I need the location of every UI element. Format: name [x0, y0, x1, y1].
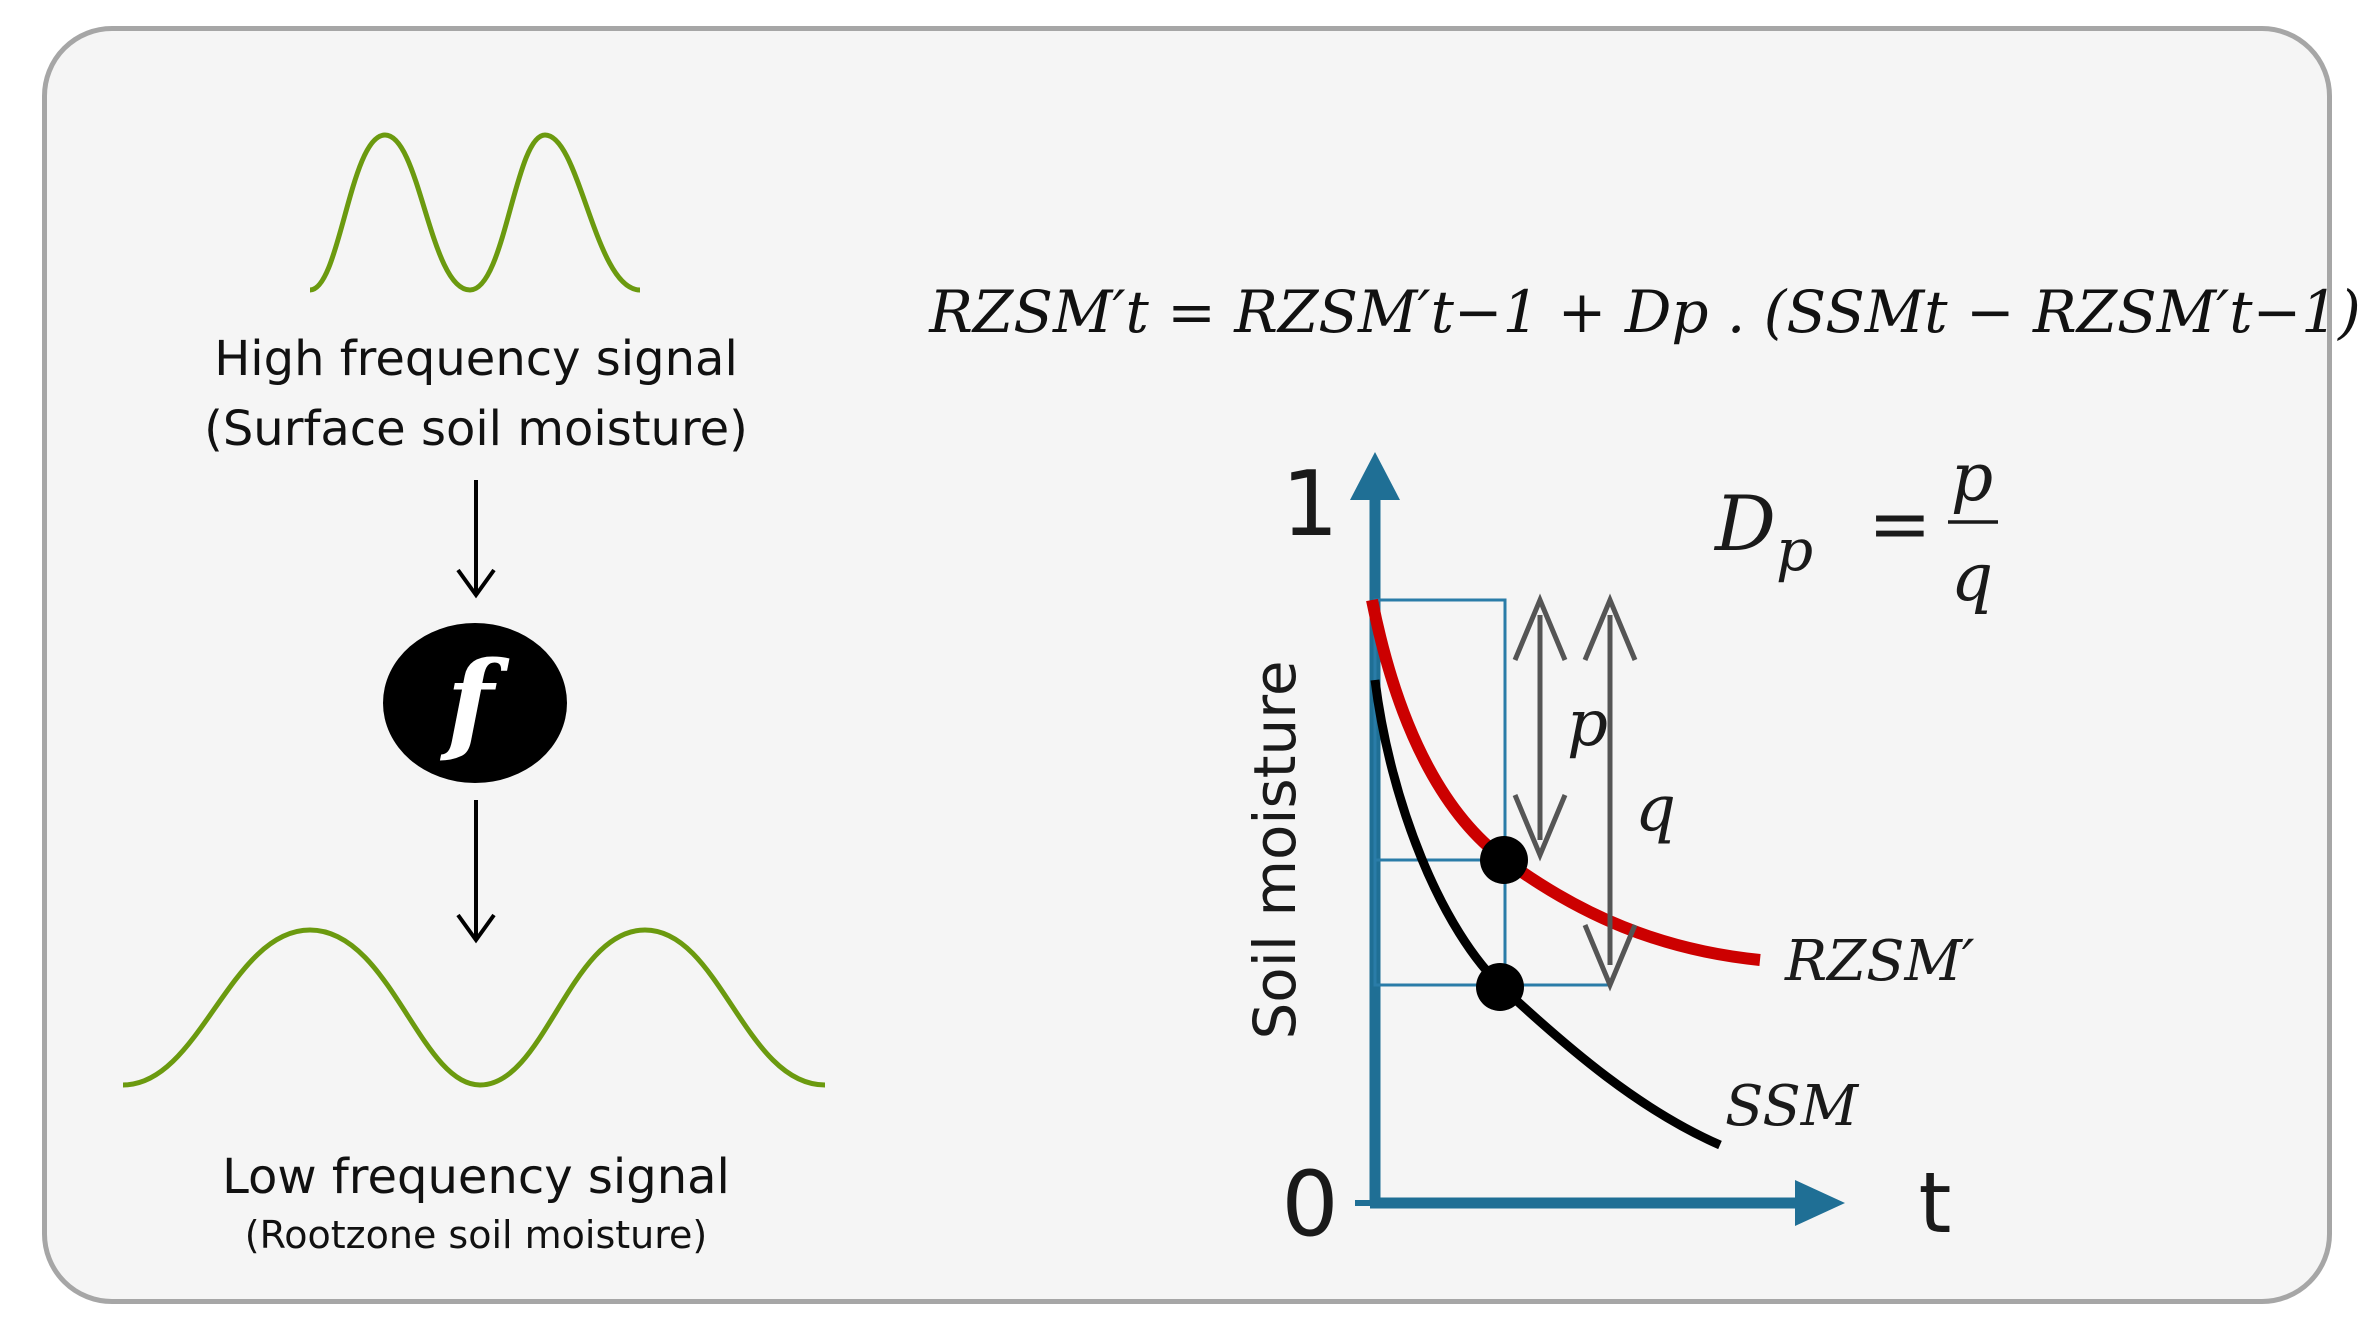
y-axis-label: Soil moisture: [1241, 660, 1309, 1039]
y-axis-arrowhead: [1350, 452, 1400, 500]
high-frequency-wave: [309, 132, 641, 293]
y-tick-bottom-label: 0: [1281, 1152, 1338, 1257]
low-signal-label: Low frequency signal: [222, 1149, 730, 1205]
rzsm-curve: [1366, 598, 1761, 966]
x-axis-arrowhead: [1795, 1180, 1845, 1226]
y-tick-top-label: 1: [1281, 452, 1338, 557]
x-axis-label: t: [1919, 1154, 1952, 1252]
ratio-denominator: q: [1951, 539, 1993, 616]
q-arrow-top-head: [1582, 593, 1638, 661]
p-arrow-bottom-head: [1512, 794, 1568, 862]
q-label: q: [1635, 772, 1676, 846]
update-equation: RZSM′t = RZSM′t−1 + Dp . (SSMt − RZSM′t−…: [928, 278, 2360, 346]
p-arrow-top-head: [1512, 593, 1568, 661]
p-label: p: [1567, 687, 1608, 761]
down-arrow-top-head: [456, 568, 496, 599]
high-signal-subtitle: (Surface soil moisture): [204, 401, 748, 457]
equation-text: RZSM′t = RZSM′t−1 + Dp . (SSMt − RZSM′t−…: [928, 278, 2360, 346]
ratio-equals: =: [1868, 479, 1932, 568]
rzsm-point: [1480, 836, 1528, 884]
function-node: [383, 623, 567, 783]
q-arrow-bottom-head: [1582, 924, 1638, 992]
ratio-lhs-sub: p: [1776, 516, 1813, 584]
high-signal-label: High frequency signal: [214, 331, 738, 387]
ssm-point: [1476, 963, 1524, 1011]
guide-box: [1373, 598, 1507, 987]
ratio-lhs: Dp: [1713, 479, 1813, 584]
rzsm-curve-label: RZSM′: [1784, 929, 1975, 994]
low-signal-subtitle: (Rootzone soil moisture): [245, 1213, 708, 1257]
ssm-curve-label: SSM: [1725, 1074, 1860, 1139]
down-arrow-bottom-head: [456, 913, 496, 944]
ssm-curve: [1370, 679, 1722, 1150]
ratio-numerator: p: [1951, 439, 1993, 516]
low-frequency-wave: [122, 927, 826, 1088]
